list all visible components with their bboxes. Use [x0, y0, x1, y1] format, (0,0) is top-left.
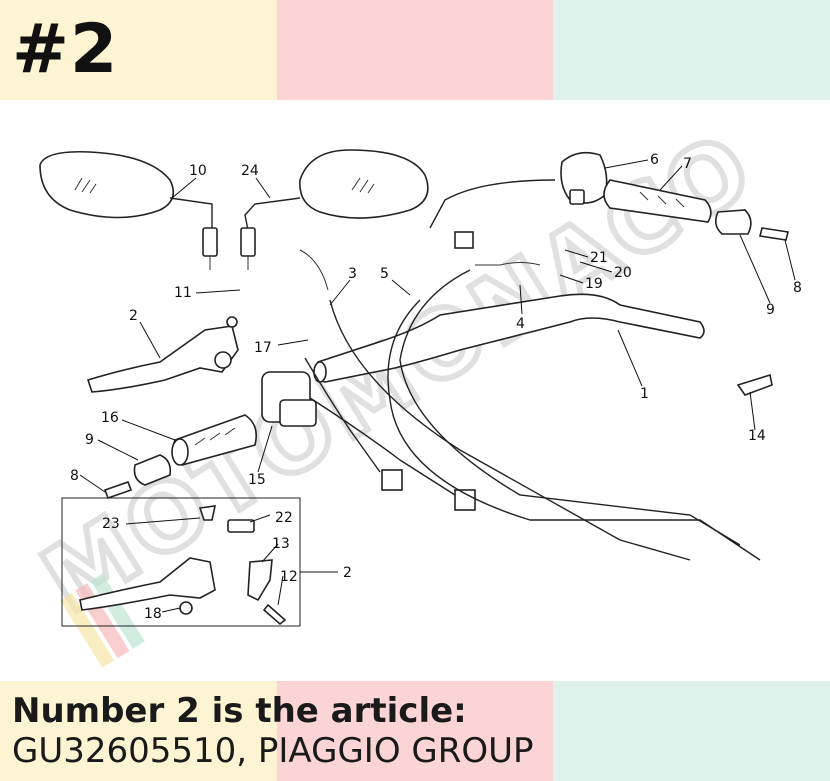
header-band [0, 0, 830, 100]
callout-21: 21 [590, 250, 608, 266]
callout-9-left: 9 [85, 432, 94, 448]
throttle-housing [560, 151, 608, 205]
callout-6: 6 [650, 152, 659, 168]
leader-lines [79, 159, 796, 613]
callout-24: 24 [241, 163, 259, 179]
callout-labels: 10 24 6 7 11 3 5 21 20 19 9 8 2 4 17 1 1… [70, 152, 802, 622]
cables [299, 179, 761, 561]
callout-15: 15 [248, 472, 266, 488]
left-bar-end [103, 454, 172, 500]
exploded-parts-diagram: MOTOMONACO [22, 109, 802, 668]
callout-16: 16 [101, 410, 119, 426]
callout-14: 14 [748, 428, 766, 444]
callout-8-left: 8 [70, 468, 79, 484]
left-mirror [39, 150, 218, 270]
callout-2-inset: 2 [343, 565, 352, 581]
callout-12: 12 [280, 569, 298, 585]
right-bar-end [714, 209, 789, 241]
left-grip [171, 414, 258, 466]
callout-19: 19 [585, 276, 603, 292]
article-caption-heading: Number 2 is the article: [12, 691, 467, 731]
callout-23: 23 [102, 516, 120, 532]
callout-13: 13 [272, 536, 290, 552]
callout-10: 10 [189, 163, 207, 179]
callout-18: 18 [144, 606, 162, 622]
callout-22: 22 [275, 510, 293, 526]
callout-7: 7 [683, 156, 692, 172]
callout-11: 11 [174, 285, 192, 301]
right-grip [603, 179, 712, 223]
left-switch [261, 371, 317, 427]
cable-clamp [736, 373, 773, 396]
callout-20: 20 [614, 265, 632, 281]
callout-5: 5 [380, 266, 389, 282]
footer-band [0, 681, 830, 781]
inset-box [61, 497, 301, 627]
callout-4: 4 [516, 316, 525, 332]
callout-8-right: 8 [793, 280, 802, 296]
callout-17: 17 [254, 340, 272, 356]
callout-3: 3 [348, 266, 357, 282]
article-code-and-supplier: GU32605510, PIAGGIO GROUP [12, 731, 534, 771]
part-number-badge: #2 [12, 10, 119, 89]
right-mirror [240, 149, 429, 270]
callout-2: 2 [129, 308, 138, 324]
callout-1: 1 [640, 386, 649, 402]
clutch-lever [86, 316, 239, 393]
callout-9-right: 9 [766, 302, 775, 318]
